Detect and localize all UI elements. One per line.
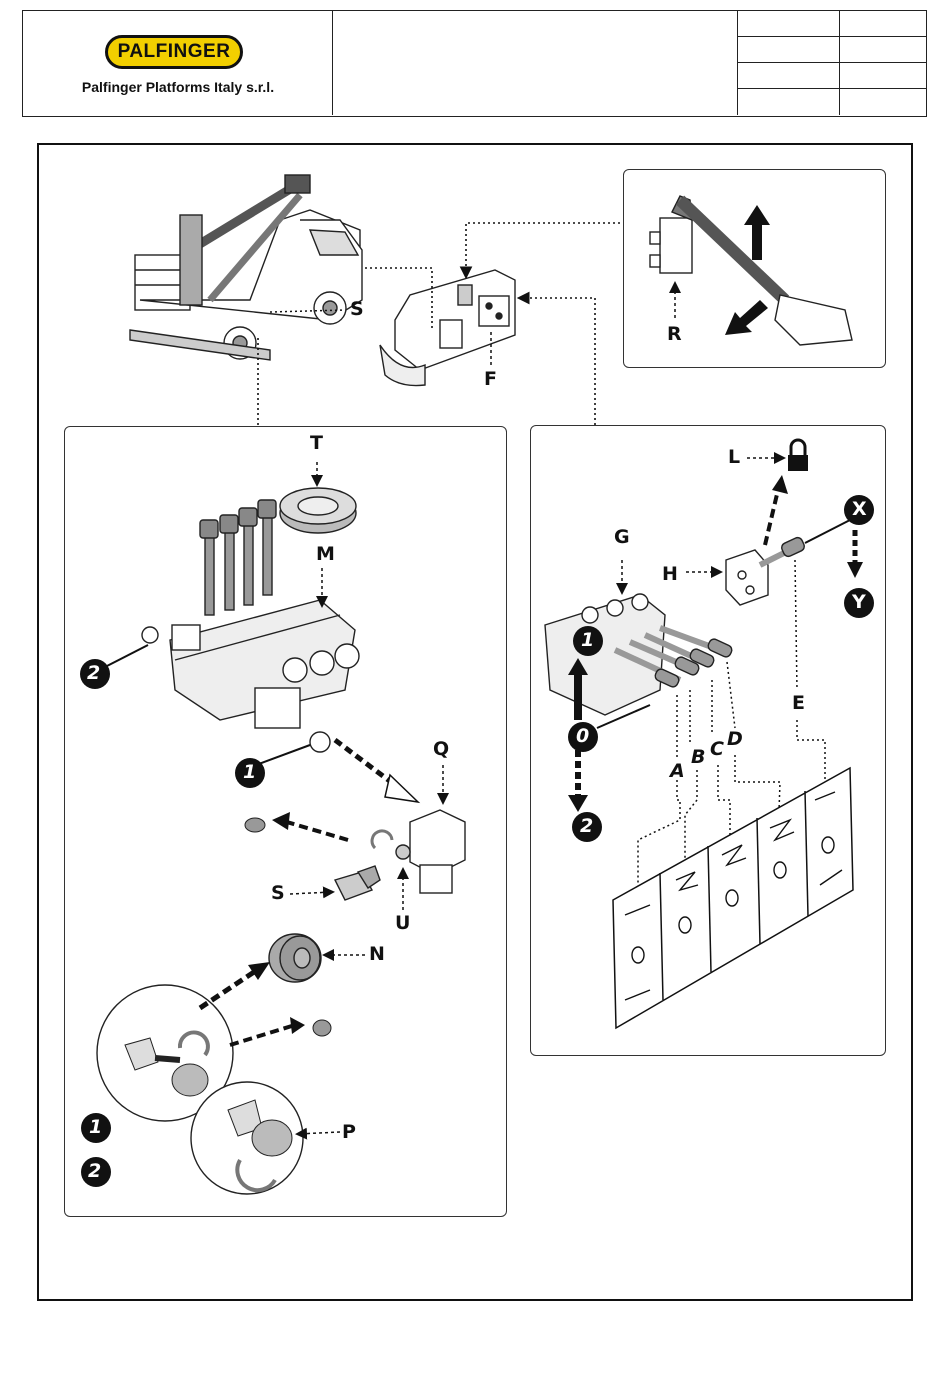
marker-1-legend-text: 1	[89, 1116, 102, 1138]
marker-2-text: 2	[87, 662, 100, 684]
distributor-block-illustration	[142, 500, 359, 752]
label-p: P	[342, 1121, 356, 1143]
label-e: E	[792, 692, 805, 714]
solenoid-illustration	[396, 810, 465, 893]
label-m: M	[316, 543, 335, 565]
marker-2-legend-text: 2	[88, 1160, 101, 1182]
label-s-truck: S	[350, 298, 364, 320]
label-h: H	[662, 563, 678, 585]
down-arrow-icon	[725, 300, 768, 335]
label-g: G	[614, 526, 630, 548]
screw-illustration	[335, 866, 380, 900]
marker-2-selector-text: 2	[580, 815, 593, 837]
label-f: F	[484, 368, 497, 390]
label-c: C	[710, 738, 724, 760]
lock-icon	[788, 440, 808, 471]
label-a: A	[670, 760, 685, 782]
label-l: L	[728, 446, 740, 468]
up-arrow-icon	[744, 205, 770, 260]
marker-1-selector-text: 1	[581, 629, 594, 651]
label-t: T	[310, 432, 323, 454]
label-r: R	[667, 323, 682, 345]
label-u: U	[395, 912, 410, 934]
knob-illustration	[269, 934, 321, 982]
selector-valve-illustration	[726, 536, 806, 605]
truck-illustration	[130, 175, 362, 360]
label-b: B	[691, 746, 705, 768]
label-q: Q	[433, 738, 449, 760]
label-n: N	[369, 943, 385, 965]
instruction-placard	[613, 768, 853, 1028]
marker-0-selector-text: 0	[576, 725, 589, 747]
marker-x-text: X	[852, 498, 867, 520]
cover-illustration	[280, 488, 356, 533]
label-s-screw: S	[271, 882, 285, 904]
marker-y-text: Y	[852, 591, 866, 613]
label-d: D	[727, 728, 743, 750]
main-valve-illustration	[545, 594, 733, 715]
marker-1-text: 1	[243, 761, 256, 783]
